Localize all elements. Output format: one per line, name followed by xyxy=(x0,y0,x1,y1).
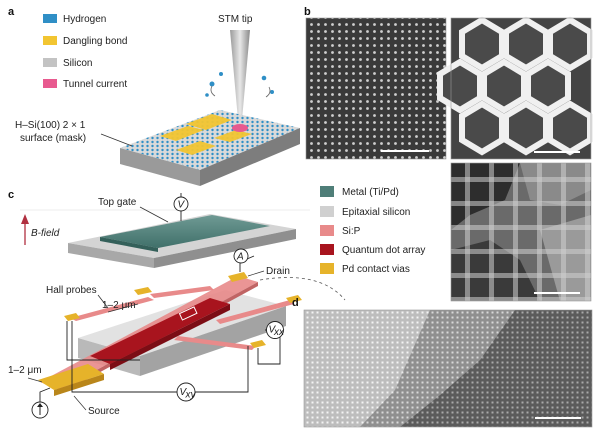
gate-meter-label: V xyxy=(178,200,186,211)
b-field-label: B-field xyxy=(31,228,60,239)
drain-label: Drain xyxy=(266,266,290,277)
legend-c-label-1: Epitaxial silicon xyxy=(342,207,410,218)
legend-c-swatch-3 xyxy=(320,244,334,255)
legend-c-swatch-0 xyxy=(320,186,334,197)
top-gate-label: Top gate xyxy=(98,197,137,208)
panel-a: a Hydrogen Dangling bond Silicon Tunnel … xyxy=(8,6,300,186)
vxy-label: V xyxy=(180,387,188,398)
legend-a-label-1: Dangling bond xyxy=(63,36,128,47)
panel-label-a: a xyxy=(8,6,15,18)
panel-b: b xyxy=(304,6,593,302)
top-gate-assembly xyxy=(68,214,296,268)
hall-bar-device xyxy=(38,272,302,396)
panel-label-d: d xyxy=(292,297,299,309)
dim-left-line xyxy=(27,377,43,383)
drain-pad xyxy=(228,272,248,282)
legend-a-swatch-2 xyxy=(43,58,57,67)
scale-bar xyxy=(534,151,580,153)
surface-label-line2: surface (mask) xyxy=(20,133,86,144)
legend-c-label-0: Metal (Ti/Pd) xyxy=(342,187,399,198)
legend-a-label-2: Silicon xyxy=(63,58,92,69)
panel-label-c: c xyxy=(8,189,14,201)
vxx-sub-label: xx xyxy=(273,327,285,338)
drain-leader xyxy=(247,270,265,277)
source-label: Source xyxy=(88,406,120,417)
hall-probes-label: Hall probes xyxy=(46,285,97,296)
vxy-sub-label: xy xyxy=(185,390,197,401)
scale-bar xyxy=(534,292,580,294)
legend-c-swatch-1 xyxy=(320,206,334,217)
legend-c: Metal (Ti/Pd) Epitaxial silicon Si:P Qua… xyxy=(320,186,425,275)
legend-a-swatch-3 xyxy=(43,79,57,88)
legend-a-label-0: Hydrogen xyxy=(63,14,106,25)
tunnel-current-spot xyxy=(232,124,248,132)
ammeter-icon xyxy=(233,248,249,264)
legend-c-swatch-2 xyxy=(320,225,334,236)
zoom-connector xyxy=(259,277,346,301)
surface-leader-line xyxy=(100,133,133,147)
dim-left-label: 1–2 μm xyxy=(8,365,42,376)
vxy-meter-icon xyxy=(176,382,196,402)
b-field-arrow xyxy=(21,214,29,245)
legend-c-label-3: Quantum dot array xyxy=(342,245,425,256)
hall-probe-4 xyxy=(216,300,294,324)
voltmeter-icon xyxy=(173,196,189,212)
dim-top-label: 1–2 μm xyxy=(102,300,136,311)
scale-bar xyxy=(381,150,429,152)
hall-probe-2 xyxy=(150,286,214,298)
stm-tip xyxy=(230,30,250,120)
stm-image-dot-lattice xyxy=(305,17,447,160)
stm-tip-label: STM tip xyxy=(218,14,253,25)
zoom-region-box xyxy=(178,306,198,321)
hall-probe-3 xyxy=(174,336,256,350)
panel-label-b: b xyxy=(304,6,311,18)
legend-a: Hydrogen Dangling bond Silicon Tunnel cu… xyxy=(43,14,128,90)
dim-top-line xyxy=(107,303,139,313)
top-gate-leader xyxy=(139,206,169,223)
stm-image-grid xyxy=(450,162,592,302)
panel-c: c Metal (Ti/Pd) Epitaxial silicon Si:P Q… xyxy=(8,186,425,419)
panel-d: d xyxy=(292,297,593,428)
vxx-label: V xyxy=(269,325,277,336)
hall-probe-1 xyxy=(70,297,154,321)
h-si-surface xyxy=(120,110,300,186)
drain-meter-label: A xyxy=(236,252,244,263)
legend-a-swatch-0 xyxy=(43,14,57,23)
desorbed-hydrogen xyxy=(205,72,274,98)
scale-bar xyxy=(535,417,581,419)
legend-c-swatch-4 xyxy=(320,263,334,274)
top-gate-metal xyxy=(100,215,270,248)
stm-image-honeycomb xyxy=(437,16,593,160)
gate-voltmeter: V xyxy=(173,193,189,221)
legend-c-label-4: Pd contact vias xyxy=(342,264,410,275)
legend-c-label-2: Si:P xyxy=(342,226,361,237)
legend-a-label-3: Tunnel current xyxy=(63,79,127,90)
source-leader xyxy=(73,395,87,411)
hall-probes-leader xyxy=(97,294,109,309)
source-pad xyxy=(38,364,104,390)
legend-a-swatch-1 xyxy=(43,36,57,45)
vxx-meter-icon xyxy=(266,321,284,339)
surface-label-line1: H–Si(100) 2 × 1 xyxy=(15,120,86,131)
